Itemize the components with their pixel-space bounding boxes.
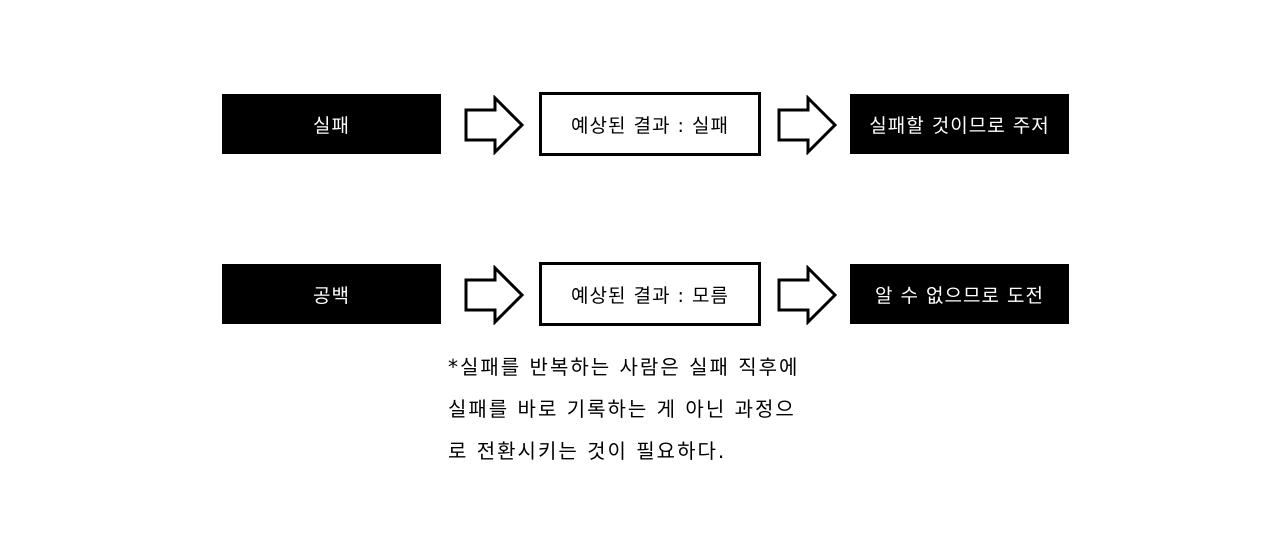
row1-start-box: 실패 [222,94,441,154]
row2-end-box: 알 수 없으므로 도전 [850,264,1069,324]
footnote-line-2: 실패를 바로 기록하는 게 아닌 과정으 [448,397,796,421]
row1-arrow-2-icon [777,95,837,155]
footnote: *실패를 반복하는 사람은 실패 직후에 실패를 바로 기록하는 게 아닌 과정… [448,346,848,472]
row2-start-box: 공백 [222,264,441,324]
row1-end-box: 실패할 것이므로 주저 [850,94,1069,154]
row2-end-label: 알 수 없으므로 도전 [875,284,1044,307]
footnote-line-3: 로 전환시키는 것이 필요하다. [448,439,727,463]
row2-middle-label: 예상된 결과 : 모름 [571,284,729,307]
row1-middle-label: 예상된 결과 : 실패 [571,114,729,137]
row1-middle-box: 예상된 결과 : 실패 [539,92,761,156]
row1-start-label: 실패 [313,114,350,137]
footnote-line-1: *실패를 반복하는 사람은 실패 직후에 [448,355,800,379]
row1-end-label: 실패할 것이므로 주저 [869,114,1050,137]
row2-arrow-2-icon [777,265,837,325]
row2-arrow-1-icon [464,265,524,325]
row2-start-label: 공백 [313,284,350,307]
row1-arrow-1-icon [464,95,524,155]
row2-middle-box: 예상된 결과 : 모름 [539,262,761,326]
